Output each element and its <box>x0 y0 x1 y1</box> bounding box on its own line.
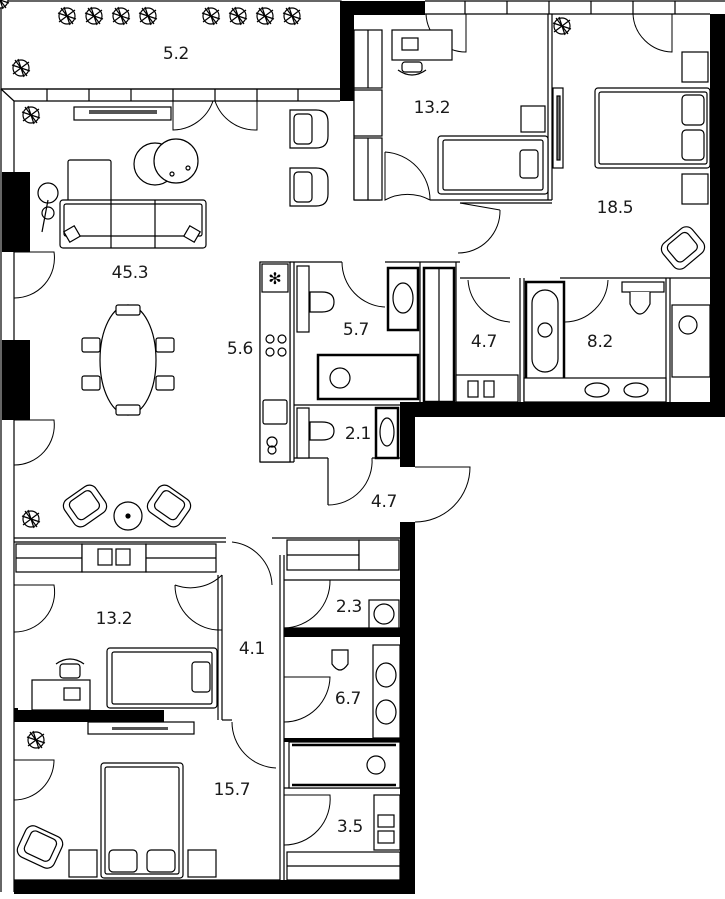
bed-icon <box>100 762 184 879</box>
bed-icon <box>594 87 711 169</box>
room-area-bathroom-a: 5.7 <box>342 320 370 340</box>
bathtub-icon <box>524 280 566 382</box>
nightstand-icon <box>520 87 564 169</box>
partition-wall <box>284 628 400 637</box>
sink-icon <box>262 399 288 425</box>
shower-icon <box>316 353 420 401</box>
armchair-icon <box>289 109 329 207</box>
room-area-dressing-a: 4.7 <box>470 332 498 352</box>
sink-icon <box>374 406 400 460</box>
toilet-icon <box>621 281 665 315</box>
nightstand-icon <box>681 51 709 205</box>
tv-icon <box>73 106 172 121</box>
tv-icon <box>87 721 195 735</box>
svg-text:✻: ✻ <box>268 271 281 288</box>
dishwasher-icon <box>266 436 278 455</box>
room-area-bedroom-north: 13.2 <box>413 98 451 118</box>
desk-icon <box>31 679 91 711</box>
room-area-kitchen: 5.6 <box>226 339 254 359</box>
room-area-bedroom-south: 15.7 <box>213 780 251 800</box>
bidet-icon <box>455 374 519 403</box>
nightstand-icon <box>68 849 217 878</box>
toilet-icon <box>296 265 335 333</box>
toilet-icon <box>331 649 349 671</box>
office-chair-icon <box>397 61 427 76</box>
desk-icon <box>391 29 453 61</box>
wardrobe-icon <box>15 543 217 573</box>
shower-icon <box>671 304 711 378</box>
room-area-corridor: 4.1 <box>238 639 266 659</box>
armchair-icon <box>16 825 64 869</box>
bed-icon <box>437 135 549 195</box>
sink-icon <box>372 644 401 739</box>
washing-machine-icon <box>368 599 400 629</box>
stove-icon <box>265 334 287 357</box>
room-area-hall-entry: 4.7 <box>370 492 398 512</box>
sink-icon <box>386 266 420 332</box>
dining-table-icon <box>81 304 175 416</box>
sink-icon <box>373 794 401 851</box>
wardrobe-icon <box>286 539 400 571</box>
room-area-bathroom-master: 8.2 <box>586 332 614 352</box>
partition-wall <box>284 738 400 742</box>
toilet-icon <box>296 407 335 459</box>
wardrobe-icon <box>422 266 456 404</box>
sink-icon <box>523 377 667 403</box>
kitchen-counter <box>259 261 291 463</box>
bed-icon <box>106 647 218 709</box>
room-area-bedroom-west: 13.2 <box>95 609 133 629</box>
room-area-bathroom-b: 6.7 <box>334 689 362 709</box>
fridge-icon: ✻ <box>261 263 289 293</box>
room-area-balcony: 5.2 <box>162 44 190 64</box>
coffee-table-icon <box>133 138 199 186</box>
armchair-icon <box>660 226 706 270</box>
wardrobe-icon <box>353 29 383 201</box>
sofa-icon <box>59 159 207 249</box>
door-swing-icon <box>13 13 673 846</box>
room-area-living-room: 45.3 <box>111 263 149 283</box>
bathtub-icon <box>288 741 401 789</box>
room-area-laundry: 2.3 <box>335 597 363 617</box>
office-chair-icon <box>55 658 85 679</box>
room-area-dressing-b: 3.5 <box>336 817 364 837</box>
wardrobe-icon <box>286 851 401 881</box>
room-area-wc: 2.1 <box>344 424 372 444</box>
armchair-icon <box>62 484 192 531</box>
floor-lamp-icon <box>37 182 59 233</box>
plant-icon <box>0 0 572 750</box>
room-area-master-bedroom: 18.5 <box>596 198 634 218</box>
